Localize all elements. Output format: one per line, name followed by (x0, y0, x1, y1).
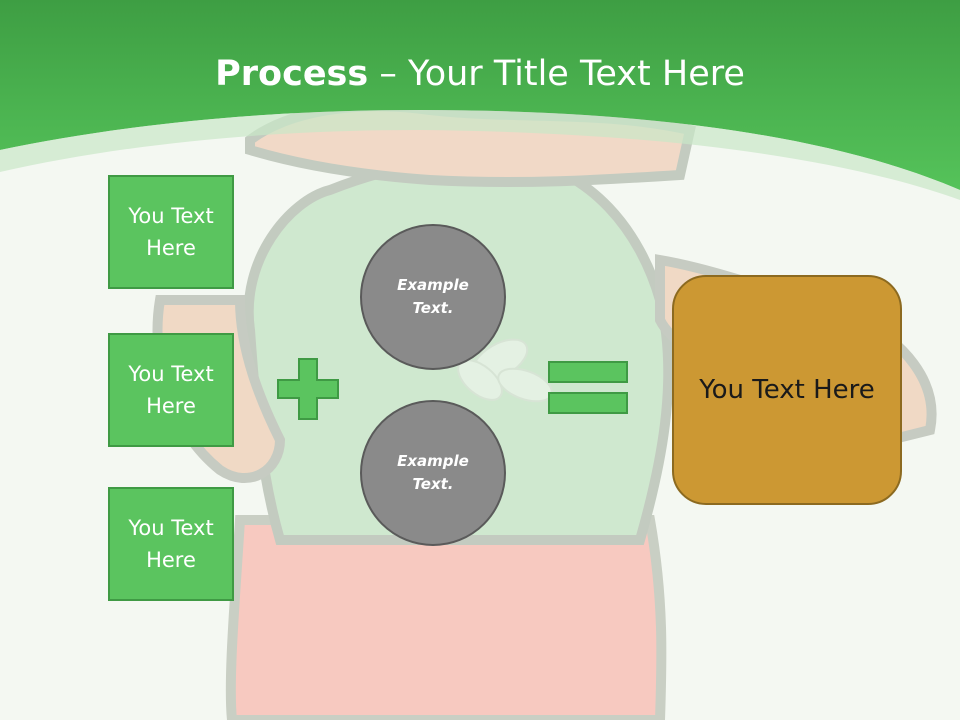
input-box-1[interactable]: You Text Here (108, 175, 234, 289)
title-rest: Your Title Text Here (407, 54, 745, 94)
input-box-label: You Text Here (128, 362, 214, 418)
page-title: Process – Your Title Text Here (0, 52, 960, 96)
input-box-3[interactable]: You Text Here (108, 487, 234, 601)
input-box-label: You Text Here (128, 204, 214, 260)
title-bold: Process (215, 54, 369, 94)
input-box-2[interactable]: You Text Here (108, 333, 234, 447)
example-circle-1[interactable]: Example Text. (360, 224, 506, 370)
equals-icon (548, 361, 628, 414)
result-box[interactable]: You Text Here (672, 275, 902, 505)
plus-icon (277, 358, 339, 420)
title-separator: – (368, 54, 408, 94)
result-label: You Text Here (699, 375, 875, 405)
header-band (0, 0, 960, 200)
input-box-label: You Text Here (128, 516, 214, 572)
circle-label: Example Text. (397, 276, 469, 317)
example-circle-2[interactable]: Example Text. (360, 400, 506, 546)
circle-label: Example Text. (397, 452, 469, 493)
